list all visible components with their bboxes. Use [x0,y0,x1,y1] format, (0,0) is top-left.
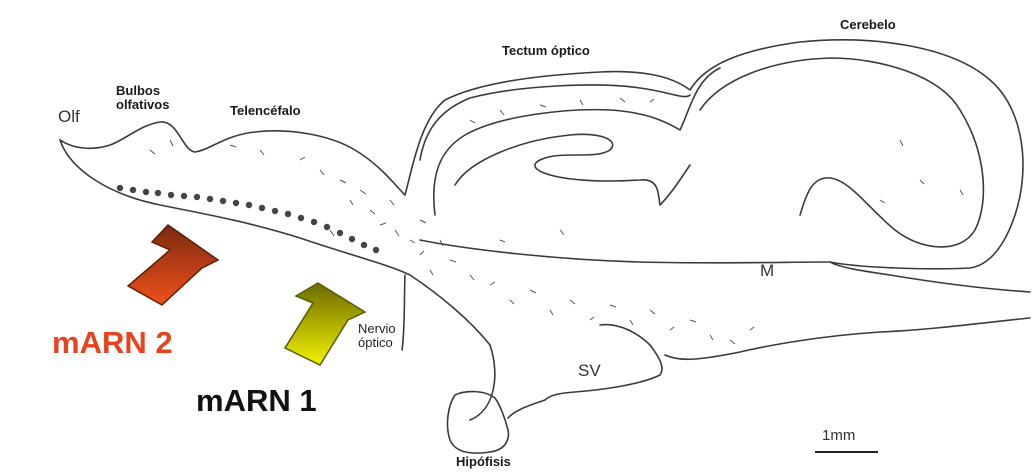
label-hipofisis: Hipófisis [456,455,511,469]
label-nervio-optico: Nervio óptico [358,322,396,351]
marn2-label: mARN 2 [52,326,173,360]
label-m: M [760,262,774,281]
label-olf: Olf [58,108,80,127]
marn2-arrow [128,225,218,305]
label-sv: SV [578,362,601,381]
label-tectum-optico: Tectum óptico [502,44,590,58]
brain-bottom-contour [60,140,495,420]
label-bulbos-olfativos: Bulbos olfativos [116,84,169,113]
marn1-arrow [285,283,365,365]
hipofisis-outline [448,392,509,454]
label-telencefalo: Telencéfalo [230,104,301,118]
marn1-label: mARN 1 [196,384,317,418]
label-cerebelo: Cerebelo [840,18,896,32]
cell-texture [150,98,963,344]
scale-label: 1mm [822,428,855,445]
